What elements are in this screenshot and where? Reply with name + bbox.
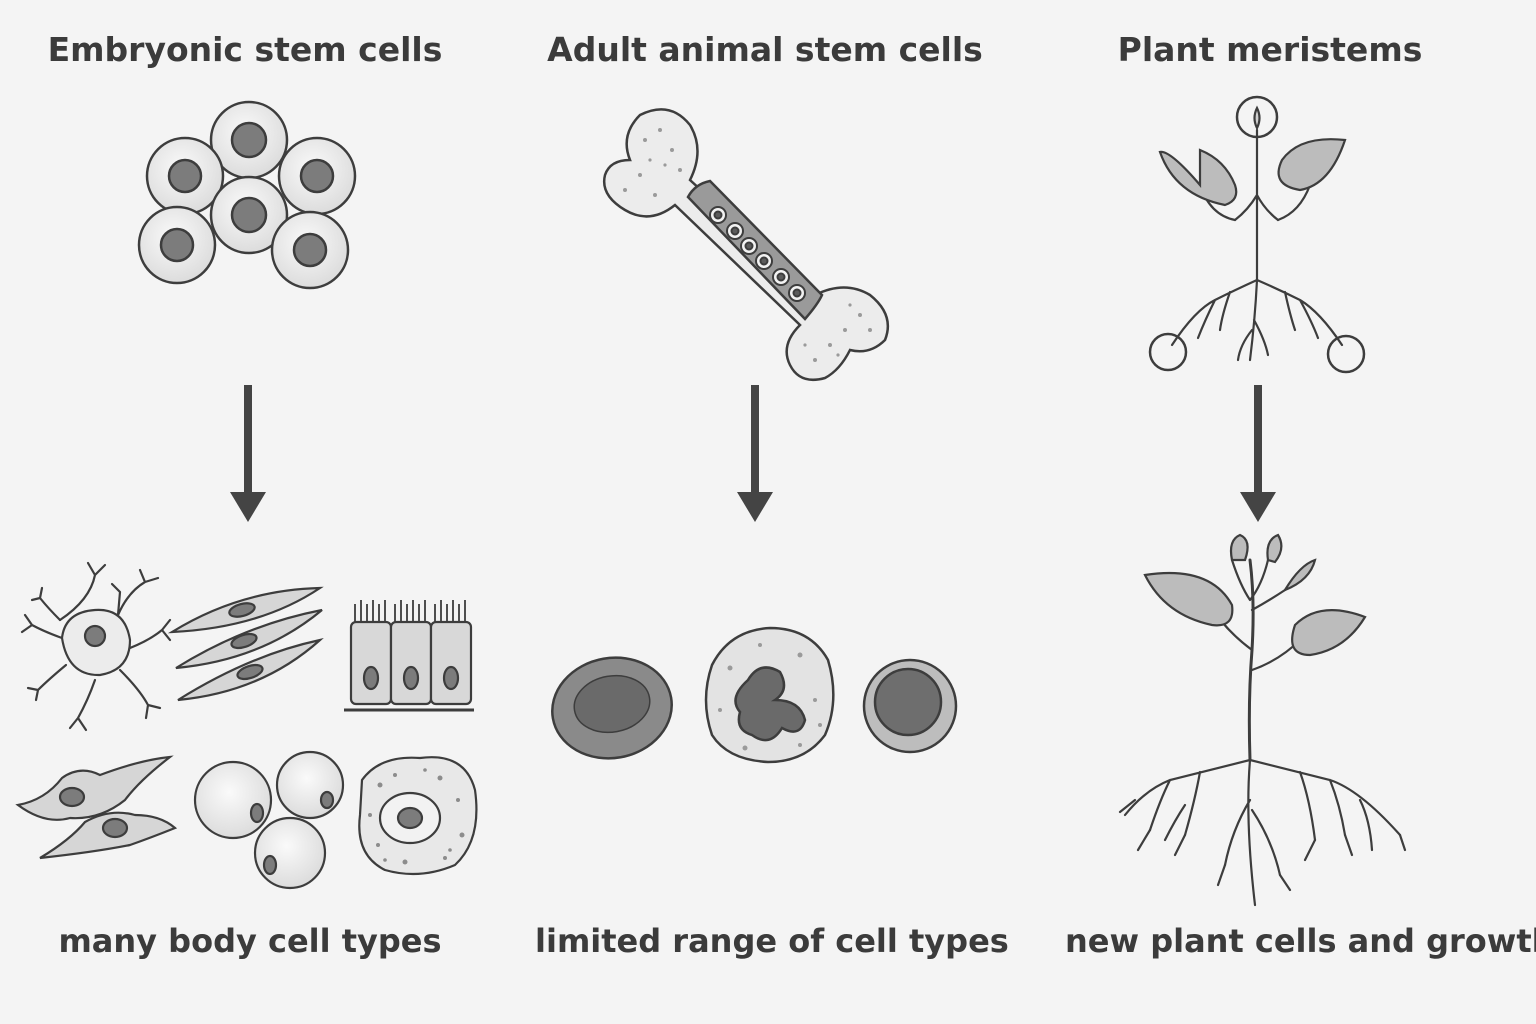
fibroblast-cells	[15, 755, 178, 860]
embryonic-cell-cluster	[137, 100, 357, 290]
embryonic-heading: Embryonic stem cells	[47, 30, 443, 69]
epithelial-cells	[344, 600, 474, 712]
embryonic-cell	[137, 205, 217, 285]
root-tip-meristem-circle	[1148, 332, 1188, 372]
embryonic-cell	[209, 175, 289, 255]
seedling	[1148, 95, 1366, 374]
embryonic-cell	[145, 136, 225, 216]
red-blood-cell	[551, 656, 673, 760]
adult-heading: Adult animal stem cells	[547, 30, 983, 69]
embryonic-cell	[277, 136, 357, 216]
marrow-stem-cells	[709, 206, 806, 302]
plant-caption: new plant cells and growth	[1065, 922, 1536, 960]
bone-with-marrow	[602, 108, 890, 382]
granular-cell	[358, 756, 478, 876]
neuron-cell	[20, 561, 172, 732]
grown-plant	[1118, 533, 1407, 907]
root-tip-meristem-circle	[1326, 334, 1366, 374]
embryonic-cell	[209, 100, 289, 180]
down-arrow-icon	[230, 385, 266, 522]
embryonic-cell	[270, 210, 350, 290]
smooth-muscle-cells	[167, 586, 324, 702]
fat-cells	[193, 750, 345, 890]
down-arrow-icon	[1240, 385, 1276, 522]
lymphocyte-cell	[862, 658, 958, 754]
white-blood-cell	[704, 626, 835, 764]
down-arrow-icon	[737, 385, 773, 522]
embryonic-caption: many body cell types	[58, 922, 442, 960]
plant-heading: Plant meristems	[1117, 30, 1423, 69]
adult-caption: limited range of cell types	[535, 922, 1009, 960]
